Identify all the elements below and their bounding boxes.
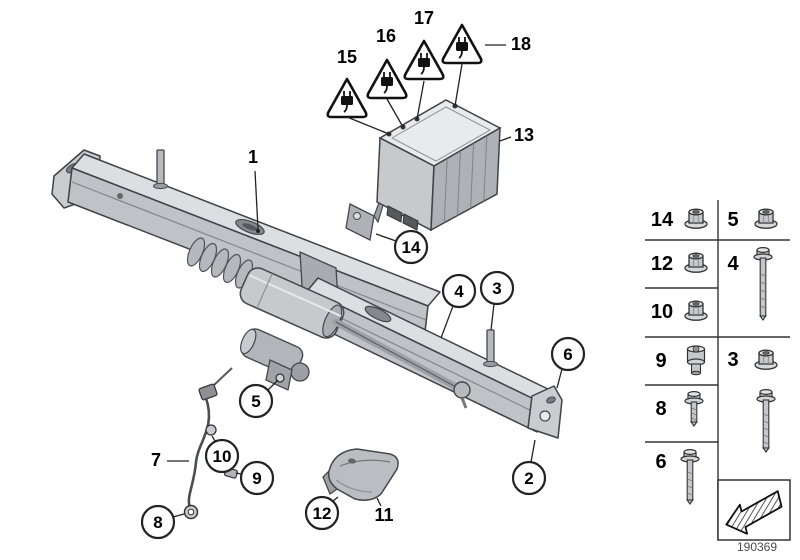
hex-flange-bolt-icon: [681, 450, 699, 504]
legend-number-5: 5: [727, 209, 738, 231]
callout-5[interactable]: 5: [238, 383, 274, 419]
callout-14[interactable]: 14: [393, 229, 429, 265]
legend-cell-4: 4: [727, 248, 772, 320]
legend-number-8: 8: [655, 398, 666, 420]
crossmember-drawing: [51, 149, 563, 439]
legend-cell-5: 5: [727, 208, 778, 231]
callout-6[interactable]: 6: [550, 336, 586, 372]
label-1[interactable]: 1: [248, 147, 258, 167]
legend-number-3: 3: [727, 349, 738, 371]
legend-number-14: 14: [651, 209, 674, 231]
label-15[interactable]: 15: [337, 47, 357, 67]
long-hex-flange-bolt-icon: [754, 248, 772, 320]
control-unit-drawing: [345, 99, 502, 241]
callout-12-number: 12: [313, 504, 332, 523]
legend-cell-8: 8: [655, 392, 703, 426]
legend-cell-3: 3: [727, 349, 778, 452]
legend-cell-6: 6: [655, 450, 699, 504]
legend-number-4: 4: [727, 253, 739, 275]
callout-2[interactable]: 2: [511, 460, 547, 496]
hex-bolt-icon: [685, 392, 703, 426]
callout-9-number: 9: [252, 469, 261, 488]
warning-triangle-18-icon: [441, 23, 483, 65]
callout-5-number: 5: [251, 392, 260, 411]
legend-cell-14: 14: [651, 208, 708, 231]
callout-14-number: 14: [402, 238, 421, 257]
warning-triangle-15-icon: [326, 77, 368, 119]
callout-10-number: 10: [213, 447, 232, 466]
leader-lines: [167, 44, 563, 518]
doc-number: 190369: [737, 540, 777, 554]
legend-number-9: 9: [655, 350, 666, 372]
callout-8[interactable]: 8: [140, 504, 176, 540]
legend-cell-12: 12: [651, 252, 708, 275]
callout-9[interactable]: 9: [239, 460, 275, 496]
flange-nut-icon: [754, 349, 778, 370]
collar-screw-icon: [686, 345, 706, 376]
flange-nut-icon: [684, 252, 708, 273]
flange-nut-icon: [754, 208, 778, 229]
label-16[interactable]: 16: [376, 26, 396, 46]
warning-triangle-17-icon: [403, 39, 445, 81]
callout-12[interactable]: 12: [304, 495, 340, 531]
legend-number-12: 12: [651, 253, 673, 275]
direction-arrow-icon: [725, 490, 783, 535]
direction-arrow-box: [717, 479, 791, 541]
label-13[interactable]: 13: [514, 125, 534, 145]
callout-2-number: 2: [524, 469, 533, 488]
label-17[interactable]: 17: [414, 8, 434, 28]
legend-number-10: 10: [651, 301, 673, 323]
label-7[interactable]: 7: [151, 450, 161, 470]
legend-cell-9: 9: [655, 345, 706, 376]
callout-4-number: 4: [454, 282, 464, 301]
callout-4[interactable]: 4: [441, 273, 477, 309]
callout-3-number: 3: [492, 279, 501, 298]
callout-6-number: 6: [563, 345, 572, 364]
label-18[interactable]: 18: [511, 34, 531, 54]
flange-nut-icon: [684, 300, 708, 321]
cover-bracket-drawing: [322, 448, 399, 501]
fastener-legend: 14 12 10 9 8 6 5 4: [645, 200, 791, 541]
actuator-drawing: [186, 237, 471, 409]
label-11[interactable]: 11: [374, 505, 393, 525]
legend-cell-10: 10: [651, 300, 708, 323]
callout-8-number: 8: [153, 513, 162, 532]
callout-10[interactable]: 10: [204, 438, 240, 474]
warning-triangle-16-icon: [366, 58, 408, 100]
callout-3[interactable]: 3: [479, 270, 515, 306]
legend-number-6: 6: [655, 451, 666, 473]
flange-nut-icon: [684, 208, 708, 229]
hex-screw-icon: [757, 390, 775, 452]
